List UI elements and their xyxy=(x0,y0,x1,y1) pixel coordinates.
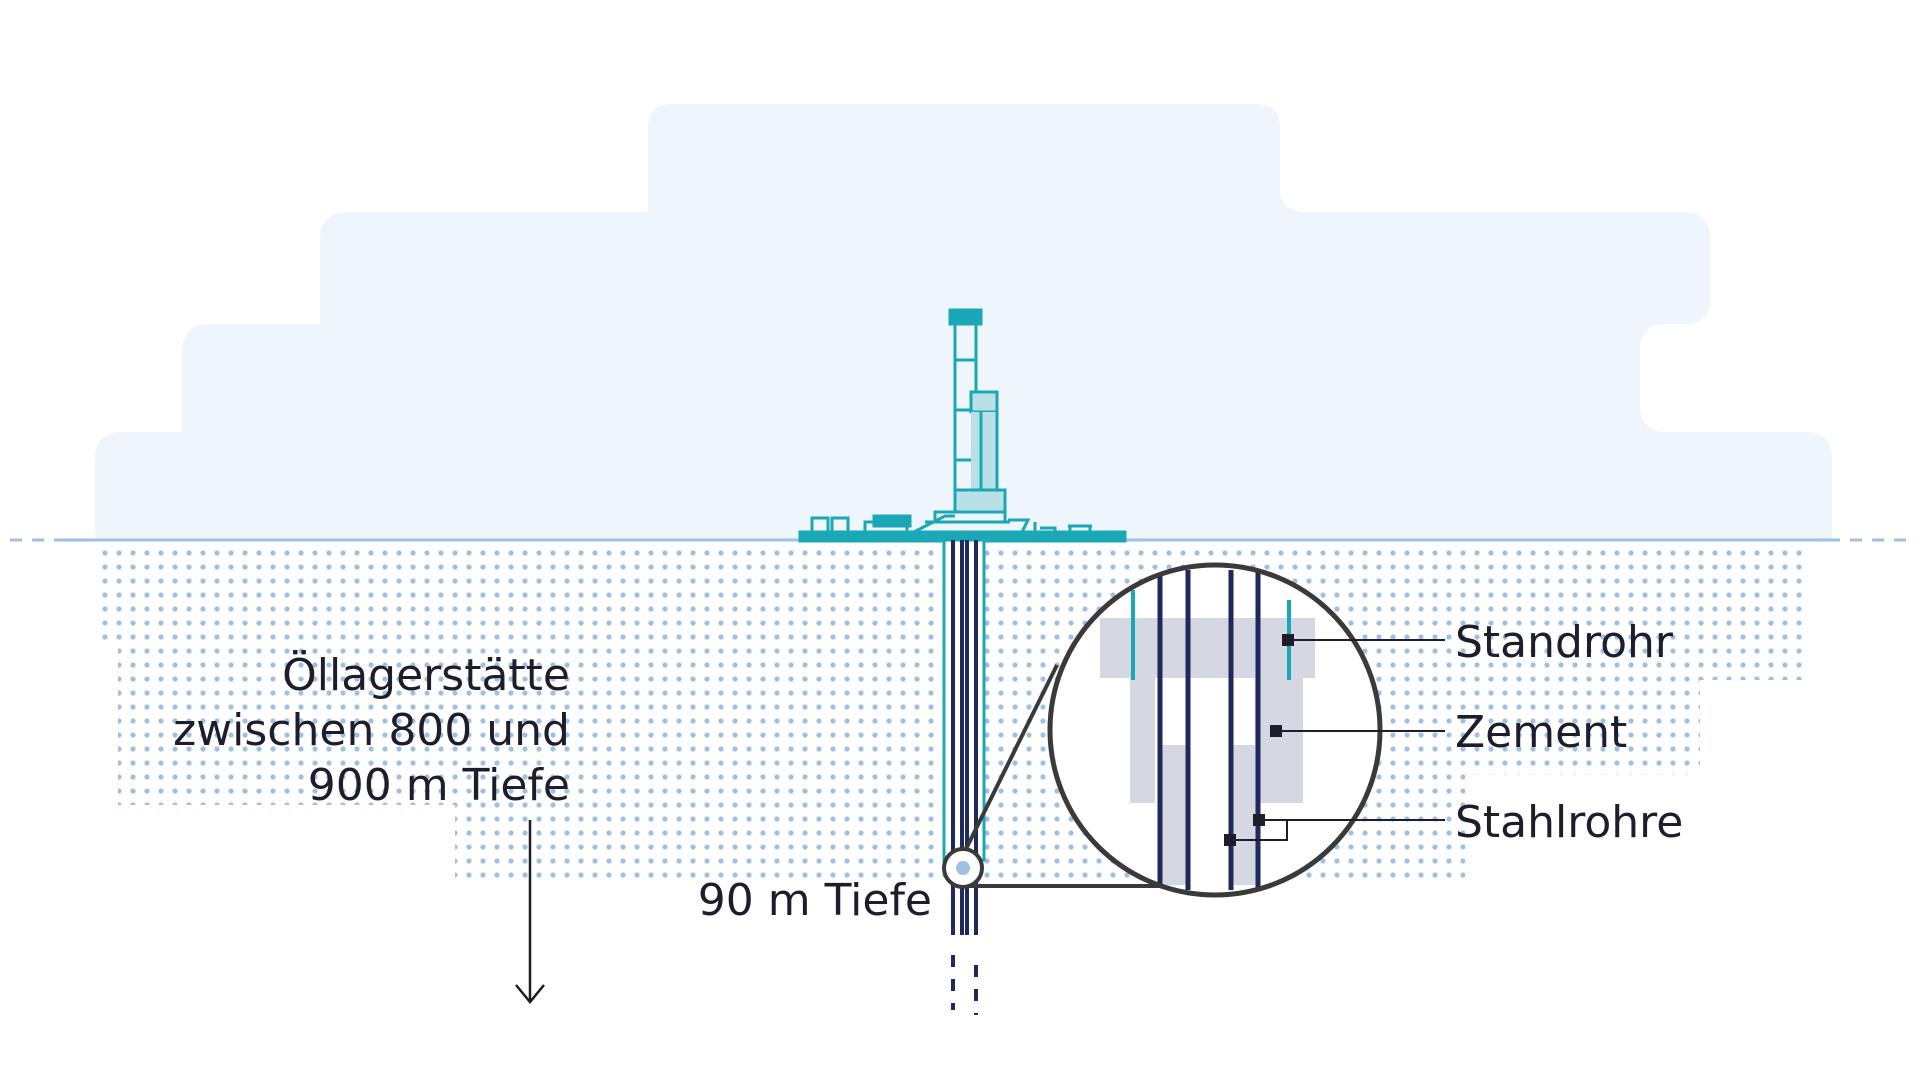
deposit-label-line1: Öllagerstätte xyxy=(282,649,570,701)
zoom-source-dot xyxy=(956,861,970,875)
well-bore xyxy=(942,538,986,1015)
depth-arrow-icon xyxy=(515,820,545,1004)
depth-label: 90 m Tiefe xyxy=(698,875,932,926)
magnifier-connector xyxy=(961,664,1190,888)
leader-stahlrohre xyxy=(1224,814,1445,846)
magnifier-lens xyxy=(1047,562,1383,898)
deposit-label-line3: 900 m Tiefe xyxy=(308,760,570,811)
leader-standrohr xyxy=(1282,634,1445,646)
drilling-rig-icon xyxy=(798,308,1127,543)
standrohr-label: Standrohr xyxy=(1455,617,1674,668)
zement-label: Zement xyxy=(1455,707,1627,758)
deposit-label-line2: zwischen 800 und xyxy=(173,705,570,756)
stahlrohre-label: Stahlrohre xyxy=(1455,797,1683,848)
leader-zement xyxy=(1270,725,1445,737)
